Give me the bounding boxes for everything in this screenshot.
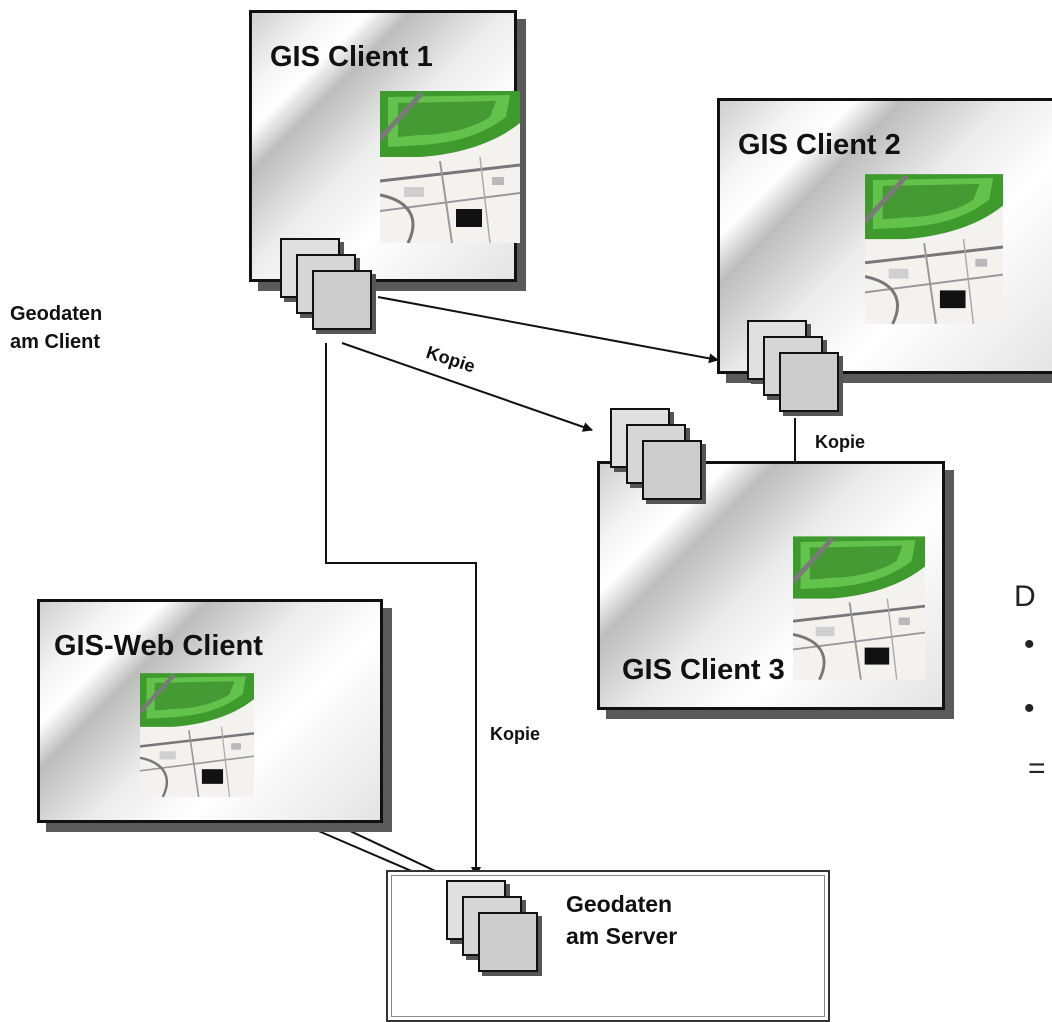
c1-to-c3-line — [341, 342, 593, 432]
data-sheet-icon — [312, 270, 372, 330]
geodata-server-line1: Geodaten — [566, 891, 673, 917]
kopie-label-c1-server: Kopie — [490, 724, 541, 744]
gis-client-2-box: GIS Client 2 — [717, 98, 1052, 412]
map-thumbnail-icon — [865, 174, 1003, 325]
clipped-bullet-1: • — [1024, 628, 1035, 661]
geodata-server-box: Geodaten am Server — [386, 870, 830, 1022]
data-sheet-icon — [779, 352, 839, 412]
gis-web-client-box: GIS-Web Client — [37, 599, 383, 823]
data-sheet-icon — [642, 440, 702, 500]
gis-client-1-title: GIS Client 1 — [270, 41, 433, 73]
clipped-implies: = — [1028, 752, 1046, 785]
clipped-bullet-2: • — [1024, 692, 1035, 725]
geodata-server-line2: am Server — [566, 923, 678, 949]
geodata-server-stack — [446, 880, 544, 978]
geodata-client1-stack — [280, 238, 378, 336]
geodata-client-label: Geodaten am Client — [10, 300, 102, 356]
kopie-label-c2-c3: Kopie — [815, 432, 866, 452]
gis-client-3-box: GIS Client 3 — [597, 461, 945, 710]
geodata-client3-stack — [610, 408, 708, 506]
geodata-client-line2: am Client — [10, 331, 101, 353]
c1-to-c2-line — [377, 296, 719, 364]
gis-client-3-title: GIS Client 3 — [622, 654, 785, 686]
map-thumbnail-icon — [793, 536, 925, 681]
gis-client-1-box: GIS Client 1 — [249, 10, 520, 330]
geodata-client2-stack — [747, 320, 845, 418]
map-thumbnail-icon — [380, 91, 520, 243]
map-thumbnail-icon — [140, 673, 254, 798]
geodata-client-line1: Geodaten — [10, 303, 103, 325]
gis-client-2-title: GIS Client 2 — [738, 129, 901, 161]
data-sheet-icon — [478, 912, 538, 972]
c1-to-server-line — [325, 343, 481, 877]
geodata-server-label: Geodaten am Server — [566, 888, 677, 952]
clipped-heading: D — [1014, 580, 1036, 613]
gis-web-client-title: GIS-Web Client — [54, 630, 263, 662]
